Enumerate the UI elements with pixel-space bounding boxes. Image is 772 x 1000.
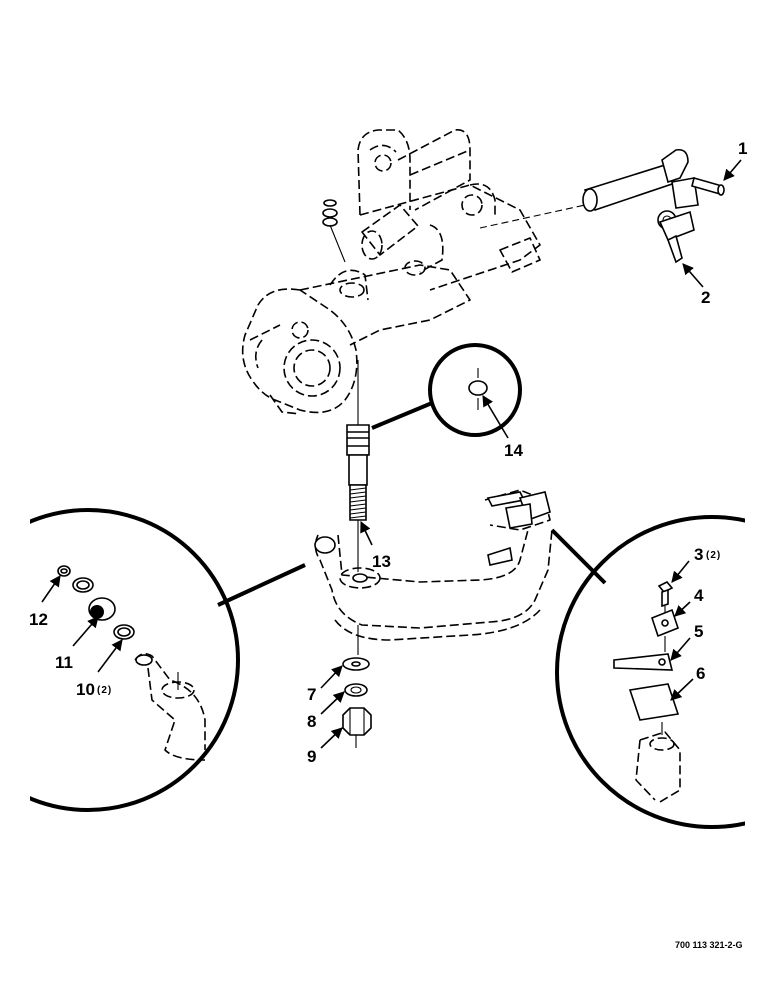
upper-housing-assembly xyxy=(241,129,541,415)
callout-10-qty: (2) xyxy=(97,685,112,696)
linkage-rod-assembly xyxy=(479,148,725,264)
callout-2: 2 xyxy=(701,288,710,307)
callout-7: 7 xyxy=(307,685,316,704)
leader-arrows xyxy=(41,159,742,749)
detail-circle-seal xyxy=(371,343,522,437)
callout-14: 14 xyxy=(504,441,523,460)
callout-labels: 1 2 3 (2) 4 5 6 7 8 9 10 (2) 11 12 13 14 xyxy=(29,139,747,766)
lower-arm-assembly xyxy=(314,489,553,641)
callout-8: 8 xyxy=(307,712,316,731)
callout-1: 1 xyxy=(738,139,747,158)
callout-11: 11 xyxy=(55,653,73,672)
callout-3-qty: (2) xyxy=(706,550,721,561)
callout-13: 13 xyxy=(372,552,391,571)
callout-6: 6 xyxy=(696,664,705,683)
callout-10: 10 xyxy=(76,680,95,699)
callout-5: 5 xyxy=(694,622,703,641)
detail-circle-mount xyxy=(550,500,772,840)
callout-12: 12 xyxy=(29,610,48,629)
callout-3: 3 xyxy=(694,545,703,564)
kingpin-stack xyxy=(342,360,372,748)
document-id: 700 113 321-2-G xyxy=(675,940,743,950)
detail-circle-bushings xyxy=(0,500,306,830)
callout-9: 9 xyxy=(307,747,316,766)
threads xyxy=(349,487,367,519)
callout-4: 4 xyxy=(694,586,704,605)
